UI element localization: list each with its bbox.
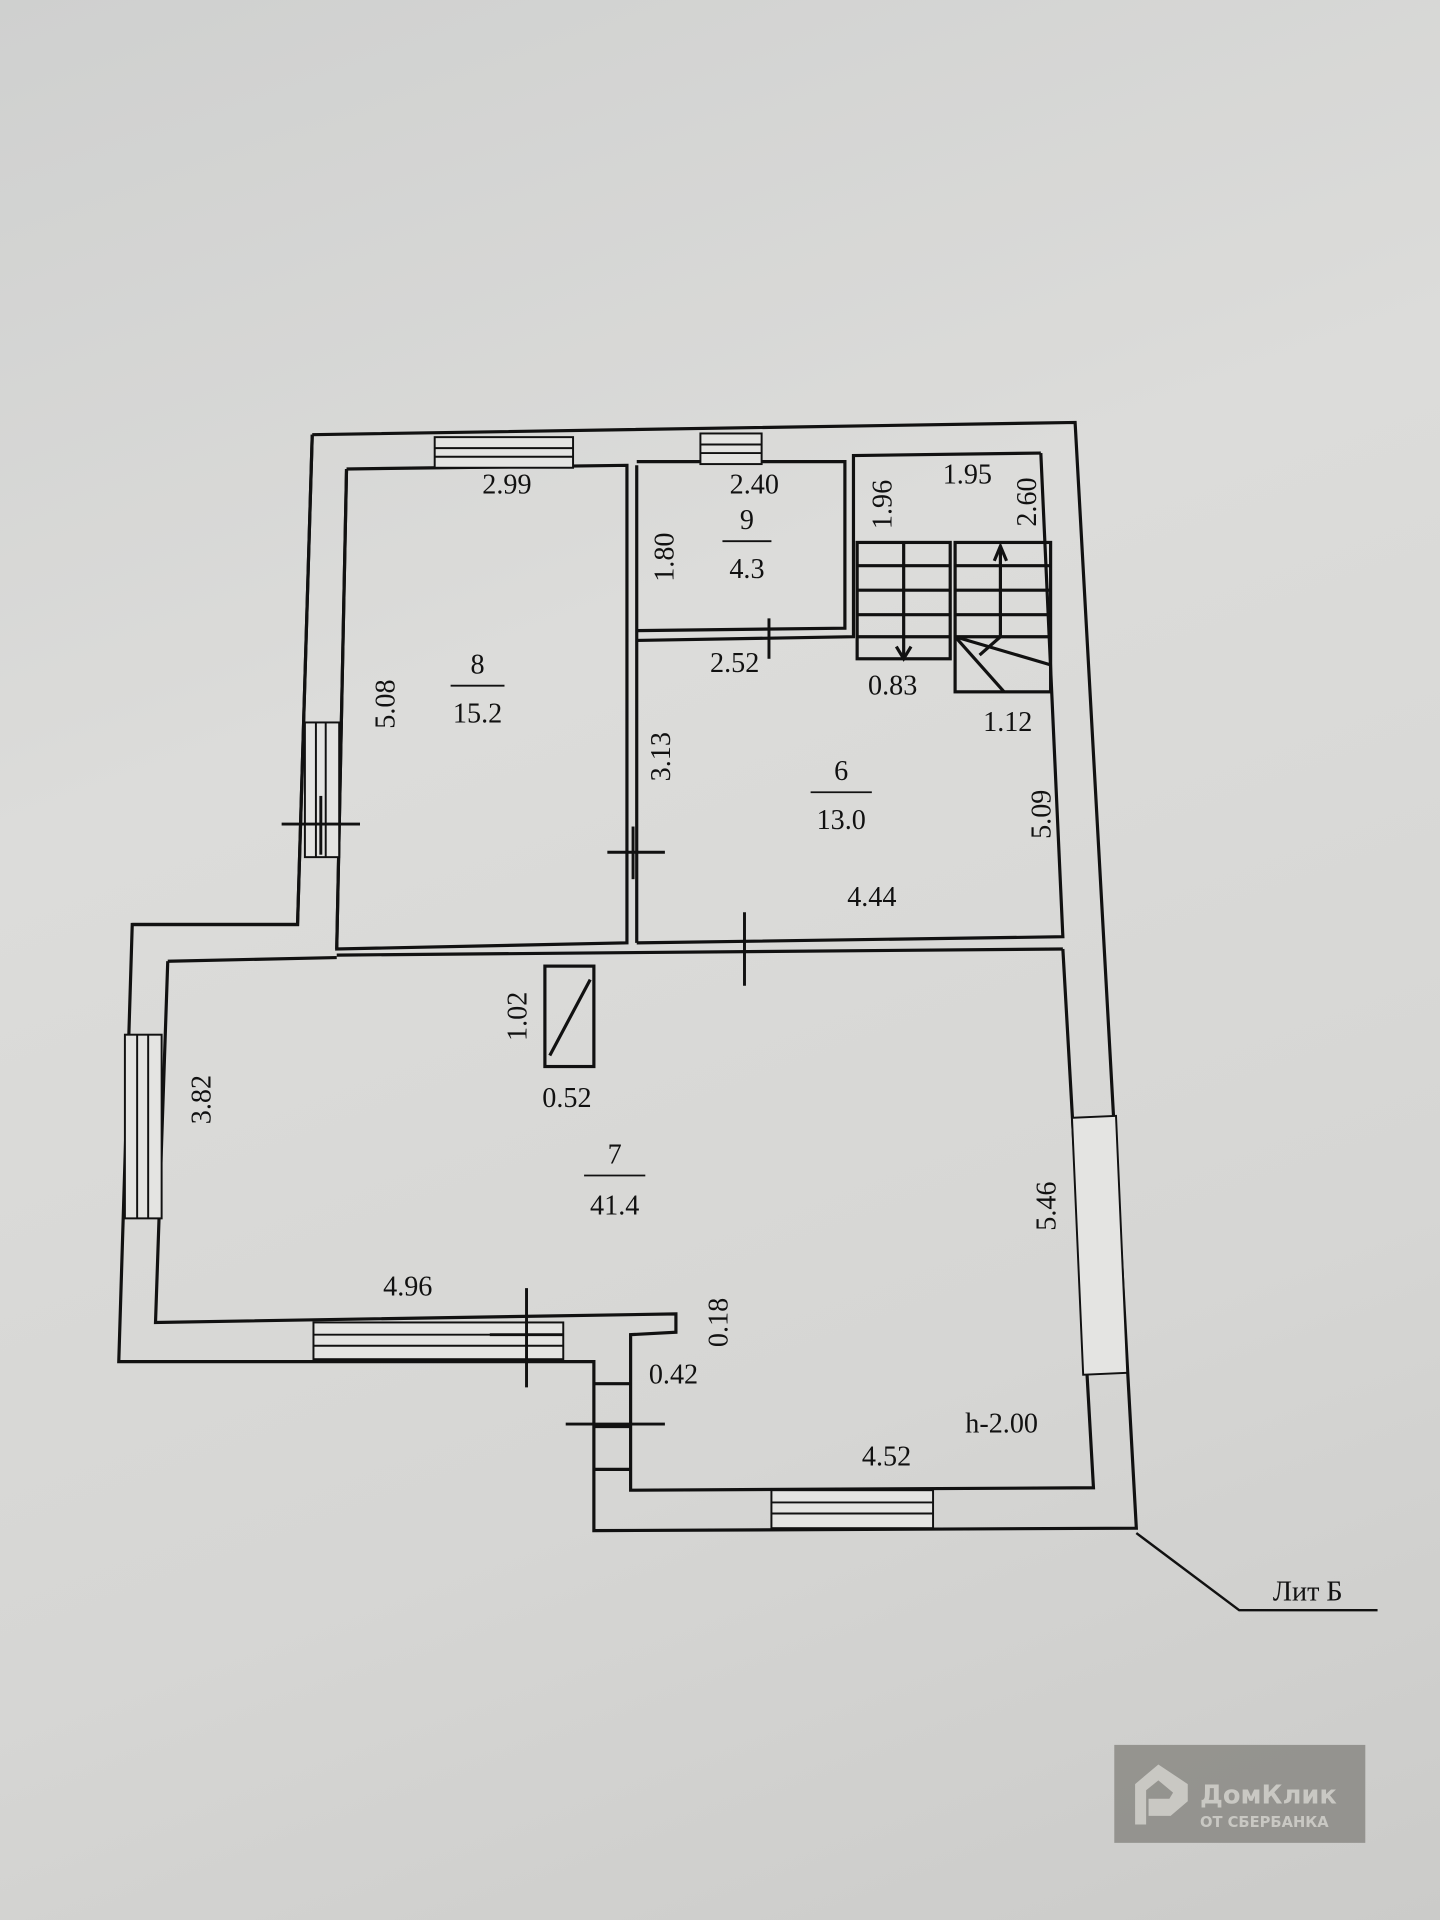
dim: 0.18 (703, 1298, 734, 1347)
dim: 1.12 (983, 707, 1032, 738)
dim: 5.09 (1027, 790, 1058, 839)
room-label-9: 94.3 (722, 505, 772, 585)
window (123, 1033, 163, 1220)
left-lower-wall (132, 434, 314, 927)
room-9-bottom-wall (636, 451, 1041, 642)
dim: 5.08 (370, 679, 401, 728)
door-marks (281, 618, 771, 1426)
dim: 4.96 (383, 1272, 432, 1303)
dim: 1.95 (943, 460, 992, 491)
window (433, 436, 575, 469)
window (303, 721, 341, 859)
window (1070, 1114, 1129, 1376)
middle-wall (336, 947, 1063, 957)
window (312, 1321, 565, 1361)
svg-text:13.0: 13.0 (817, 805, 866, 836)
dim: 1.80 (649, 533, 680, 582)
room-7-walls (167, 955, 337, 963)
staircase (855, 540, 1053, 694)
dim: 4.44 (847, 882, 896, 913)
dim: 0.83 (868, 670, 917, 701)
domclick-watermark: ДомКлик ОТ СБЕРБАНКА (1114, 1744, 1366, 1843)
window (699, 432, 763, 466)
left-wall-inner (335, 468, 349, 950)
dim: 0.42 (649, 1360, 698, 1391)
svg-text:15.2: 15.2 (453, 698, 502, 729)
dim: 2.52 (710, 648, 759, 679)
building-label: Лит Б (1273, 1576, 1343, 1607)
windows (123, 432, 1129, 1530)
house-logo-icon (1135, 1764, 1188, 1825)
svg-text:6: 6 (834, 756, 848, 787)
svg-text:7: 7 (608, 1139, 622, 1170)
dim: 2.60 (1012, 477, 1043, 526)
dim: 0.52 (542, 1083, 591, 1114)
dim: 1.02 (503, 992, 534, 1041)
dim: 4.52 (862, 1442, 911, 1473)
room-label-7: 741.4 (584, 1139, 646, 1222)
room-6-walls (636, 452, 1065, 945)
room-7-walls-2 (153, 948, 1096, 1492)
dim: 5.46 (1032, 1181, 1063, 1230)
svg-text:41.4: 41.4 (590, 1191, 639, 1222)
dim: 3.82 (187, 1075, 218, 1124)
dim: 1.96 (867, 480, 898, 529)
room-label-6: 613.0 (810, 756, 872, 836)
dim: 3.13 (646, 732, 677, 781)
svg-text:ДомКлик: ДомКлик (1200, 1781, 1337, 1811)
room-label-8: 815.2 (450, 649, 505, 729)
dim: 2.40 (730, 469, 779, 500)
height-label: h-2.00 (965, 1409, 1038, 1440)
svg-text:8: 8 (471, 649, 485, 680)
chimney (543, 964, 596, 1069)
leader-line (1135, 1532, 1378, 1612)
window (770, 1489, 935, 1530)
dim: 2.99 (482, 469, 531, 500)
svg-text:9: 9 (740, 505, 754, 536)
entry-steps (593, 1382, 631, 1471)
svg-text:4.3: 4.3 (729, 554, 764, 585)
svg-text:ОТ СБЕРБАНКА: ОТ СБЕРБАНКА (1200, 1814, 1329, 1831)
